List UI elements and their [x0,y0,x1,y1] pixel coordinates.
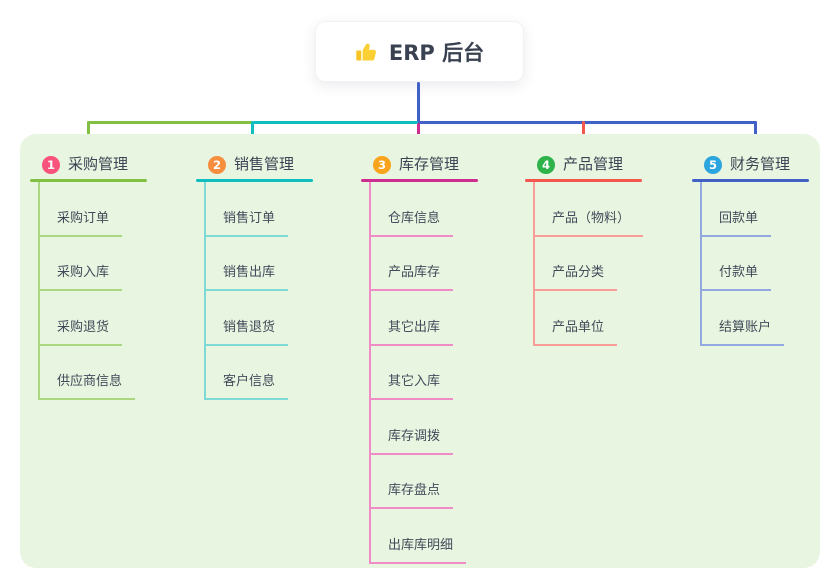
branch-purchase: 1 采购管理 采购订单采购入库采购退货供应商信息 [30,134,147,400]
child-node-row: 采购退货 [30,291,147,346]
child-node-row: 销售出库 [196,237,313,291]
branch-children: 采购订单采购入库采购退货供应商信息 [30,182,147,400]
connector-drop-blue [754,121,757,145]
branch-underline [196,179,313,182]
child-node[interactable]: 出库库明细 [369,534,467,564]
branch-title: 销售管理 [234,155,295,173]
connector-drop-red [582,121,585,145]
branch-underline [30,179,147,182]
branch-header[interactable]: 3 库存管理 [361,134,478,179]
child-node-row: 销售订单 [196,182,313,237]
branch-number-badge: 1 [42,156,60,174]
child-node[interactable]: 采购订单 [38,207,123,237]
child-node[interactable]: 其它入库 [369,370,454,400]
branch-title: 采购管理 [68,155,129,173]
child-node-row: 回款单 [692,182,809,237]
branches-panel [20,134,820,568]
branch-header[interactable]: 4 产品管理 [525,134,643,179]
branch-children: 回款单付款单结算账户 [692,182,809,346]
child-node[interactable]: 库存调拨 [369,425,454,455]
child-node[interactable]: 结算账户 [700,316,785,346]
child-node[interactable]: 仓库信息 [369,207,454,237]
child-node-row: 客户信息 [196,346,313,400]
branch-underline [692,179,809,182]
child-node-row: 销售退货 [196,291,313,346]
branch-title: 库存管理 [399,155,460,173]
child-node-row: 库存盘点 [361,455,478,509]
connector-drop-teal [251,121,254,145]
branch-finance: 5 财务管理 回款单付款单结算账户 [692,134,809,346]
root-node[interactable]: ERP 后台 [315,21,524,82]
branch-header[interactable]: 2 销售管理 [196,134,313,179]
child-node[interactable]: 产品（物料） [533,207,644,237]
connector-bus-green [87,121,253,124]
child-node-row: 其它入库 [361,346,478,400]
child-node[interactable]: 客户信息 [204,370,289,400]
children-connector-line [204,182,206,399]
child-node-row: 采购订单 [30,182,147,237]
branch-inventory: 3 库存管理 仓库信息产品库存其它出库其它入库库存调拨库存盘点出库库明细 [361,134,478,564]
children-connector-line [533,182,535,344]
thumbs-up-icon [355,40,379,64]
branch-children: 仓库信息产品库存其它出库其它入库库存调拨库存盘点出库库明细 [361,182,478,564]
connector-drop-green [87,121,90,145]
branch-underline [525,179,642,182]
branch-children: 产品（物料） 产品分类产品单位 [525,182,644,346]
child-node[interactable]: 采购退货 [38,316,123,346]
branch-product: 4 产品管理 产品（物料） 产品分类产品单位 [525,134,644,346]
child-node-row: 产品单位 [525,291,643,346]
children-connector-line [700,182,702,344]
branch-title: 产品管理 [563,155,624,173]
child-node[interactable]: 其它出库 [369,316,454,346]
child-node-row: 产品（物料） [525,182,644,237]
child-node-row: 产品分类 [525,237,643,291]
child-node[interactable]: 产品分类 [533,261,618,291]
branch-sales: 2 销售管理 销售订单销售出库销售退货客户信息 [196,134,313,400]
root-title: ERP 后台 [388,40,485,65]
child-node[interactable]: 销售退货 [204,316,289,346]
child-node-row: 仓库信息 [361,182,478,237]
child-node-row: 结算账户 [692,291,809,346]
child-node[interactable]: 回款单 [700,207,772,237]
child-node[interactable]: 产品单位 [533,316,618,346]
child-node-row: 其它出库 [361,291,478,346]
child-node-row: 产品库存 [361,237,478,291]
child-node[interactable]: 销售订单 [204,207,289,237]
branch-header[interactable]: 5 财务管理 [692,134,809,179]
branch-number-badge: 5 [704,156,722,174]
child-node[interactable]: 供应商信息 [38,370,136,400]
connector-bus-teal [253,121,418,124]
children-connector-line [369,182,371,562]
branch-number-badge: 4 [537,156,555,174]
branch-header[interactable]: 1 采购管理 [30,134,147,179]
branch-title: 财务管理 [730,155,791,173]
child-node-row: 采购入库 [30,237,147,291]
child-node[interactable]: 产品库存 [369,261,454,291]
branch-number-badge: 3 [373,156,391,174]
branch-underline [361,179,478,182]
child-node-row: 付款单 [692,237,809,291]
child-node-row: 库存调拨 [361,400,478,455]
connector-root-drop [417,82,420,123]
connector-bus-blue [418,121,757,124]
child-node[interactable]: 采购入库 [38,261,123,291]
children-connector-line [38,182,40,399]
child-node[interactable]: 销售出库 [204,261,289,291]
child-node[interactable]: 付款单 [700,261,772,291]
child-node-row: 出库库明细 [361,509,478,564]
child-node[interactable]: 库存盘点 [369,479,454,509]
branch-number-badge: 2 [208,156,226,174]
child-node-row: 供应商信息 [30,346,147,400]
branch-children: 销售订单销售出库销售退货客户信息 [196,182,313,400]
